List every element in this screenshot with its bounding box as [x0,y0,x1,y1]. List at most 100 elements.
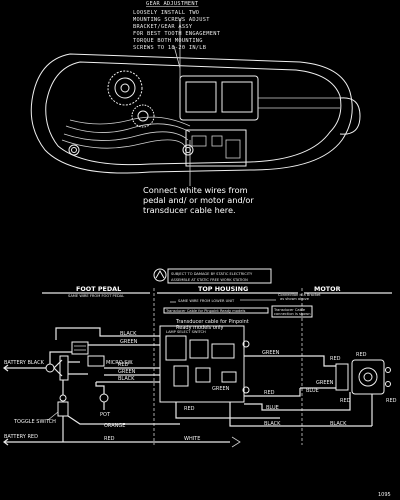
lamp-switch-label: LAMP SELECT SWITCH [166,330,206,334]
motor-note: Connection is a Bracket [278,293,321,297]
esd-warning-icon-hand [155,269,165,279]
gear-note-line: SCREWS TO 18-20 IN/LB [133,45,206,51]
transducer-box [271,305,313,318]
wire-label: RED [330,356,341,362]
micro-switch-label: MICRO SW. [106,360,134,366]
transducer-box-label: connection is shown [274,312,311,316]
connect-note-line: Connect white wires from [143,185,248,195]
connect-note-line: transducer cable here. [143,205,236,215]
drive-gear [107,70,143,106]
wire-label: ORANGE [104,423,125,429]
top-housing-drawing [30,20,361,186]
wire-black-top [55,327,160,340]
bracket-assembly [179,75,259,121]
wire-bundle [61,139,187,149]
wire-label: BLUE [266,405,279,411]
terminal-block [59,355,69,381]
gear-note-line: TORQUE BOTH MOUNTING [133,38,203,44]
housing-outline [30,53,353,174]
pinion-gear [131,104,155,128]
top-housing-notes: SAME WIRE FROM LOWER UNIT Connection is … [163,293,321,331]
shaft-line [258,97,340,109]
wire-label: WHITE [184,436,200,442]
wire-label: BLACK [330,421,347,427]
transducer-inline-box [163,307,269,314]
gear-adjustment-note: GEAR ADJUSTMENT LOOSELY INSTALL TWO MOUN… [133,1,221,51]
wire-bundle [63,131,189,141]
board-terminal-post [242,386,250,394]
board-component [191,135,207,147]
mounting-hole-inner [71,147,77,153]
pedal-connector [71,341,89,355]
circuit-board [185,129,247,167]
pedal-connector-pins [74,345,86,351]
transducer-box-label: Transducer Cable [273,308,306,312]
gear-note-line: BRACKET/GEAR ASSY [133,24,193,30]
toggle-switch-label: TOGGLE SWITCH [13,419,56,425]
housing-inner-outline [45,61,342,166]
wire-label: RED [104,436,115,442]
wire-label: RED [118,362,129,368]
pedal-wire-note: SAME WIRE FROM FOOT PEDAL [68,294,124,298]
esd-warning-icon [153,268,167,282]
potentiometer [99,393,109,403]
wire-label: GREEN [316,380,334,386]
board-capacitor-bank [173,365,189,387]
wire-blue-mid [244,392,351,411]
wire-label: BLUE [306,388,319,394]
board-relay [165,335,187,361]
battery-black-label: BATTERY BLACK [4,360,45,366]
control-board [159,325,245,403]
same-wire-note: SAME WIRE FROM LOWER UNIT [178,299,235,303]
wire-label: RED [264,390,275,396]
motor-housing [351,359,385,395]
wire-label: RED [356,352,367,358]
board-component [211,135,223,147]
micro-switch [87,355,105,367]
gear-note-line: FOR BEST TOOTH ENGAGEMENT [133,31,221,37]
wire-bundle [65,123,191,133]
wire-black-mid [229,402,372,427]
board-heatsink [211,343,235,359]
motor-note: as shown above [280,297,310,301]
static-warning-line: ASSEMBLE AT STATIC FREE WORK STATION [171,278,248,282]
toggle-switch [57,401,69,417]
junction-node [45,363,55,373]
board-terminal [221,371,237,383]
motor-brush [385,381,391,387]
wire-label: RED [340,398,351,404]
static-warning: SUBJECT TO DAMAGE BY STATIC ELECTRICITY … [153,268,272,284]
bracket-plate [185,81,217,113]
housing-nose [339,97,361,135]
terminal-wires [68,361,88,375]
wire-label: RED [386,398,397,404]
transducer-inline: Transducer Cable for Pinpoint Ready mode… [165,309,245,313]
white-wire-arrow [231,436,241,448]
wire-red-mid [244,388,301,397]
wire-orange [67,415,180,425]
mounting-hole [68,144,80,156]
toggle-leader [47,411,59,421]
arrow-icon [3,438,9,446]
motor-brush [385,367,391,373]
motor-header: MOTOR [314,285,341,293]
gear-note-line: LOOSELY INSTALL TWO [133,10,199,16]
junction-wires [49,351,72,377]
drive-gear-hub [114,77,136,99]
board-terminal-post [242,340,250,348]
wire-bundle [69,116,191,127]
motor-shaft [363,372,373,382]
gear-note-line: MOUNTING SCREWS ADJUST [133,17,210,23]
wire-label: BLACK [120,331,137,337]
board-chip [189,339,209,359]
motor-armature [358,367,378,387]
wire-label: GREEN [118,369,136,375]
wire-label: BLACK [118,376,135,382]
callout-line [173,20,181,80]
static-warning-box [167,268,272,284]
wire-red-mid-run [175,402,280,419]
top-housing-header: TOP HOUSING [198,285,248,293]
motor-terminal-block [335,363,349,391]
pot-label: POT [100,412,111,418]
